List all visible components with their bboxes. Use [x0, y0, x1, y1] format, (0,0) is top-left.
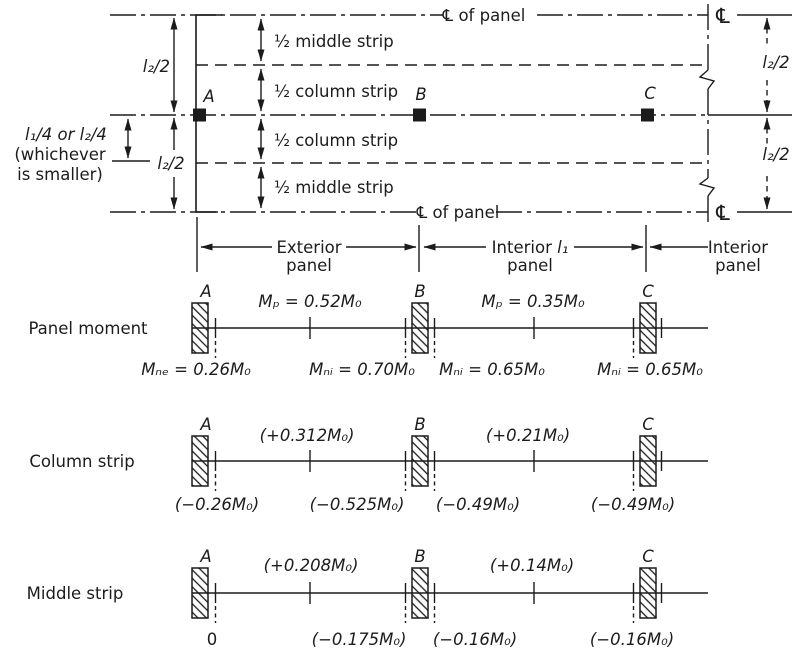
plan-point-c-label: C [644, 84, 656, 103]
section-ticks [214, 317, 663, 358]
point-a-label: A [199, 415, 211, 434]
section-break-line-right [698, 4, 716, 222]
break-zigzag-lower [698, 177, 716, 197]
positive-moment-span1: (+0.312M₀) [260, 426, 355, 445]
dim-l2-bottom-left-label: l₂/2 [157, 154, 184, 173]
plan-point-a-label: A [202, 87, 214, 106]
point-c-label: C [642, 282, 654, 301]
cl-of-panel-top-label: ℄ of panel [442, 6, 526, 25]
centerline-symbol-top-right: ℄ [715, 4, 730, 28]
row-column-strip-label: Column strip [29, 452, 134, 471]
negative-moment-b-left: Mₙᵢ = 0.70M₀ [309, 360, 415, 379]
dim-l2-top-left-label: l₂/2 [143, 57, 170, 76]
half-middle-strip-label-bottom: ½ middle strip [274, 178, 394, 197]
support-a-hatch [191, 435, 209, 487]
support-b-hatch [411, 567, 429, 619]
support-c-hatch [639, 435, 657, 487]
negative-moment-a: (−0.26M₀) [175, 495, 259, 514]
support-square-a [193, 108, 206, 122]
slab-edge-bracket [195, 14, 222, 213]
column-centerline [110, 108, 792, 122]
point-a-label: A [199, 547, 211, 566]
panel-span-dimensions: Exterior panel Interior l₁ panel Interio… [196, 217, 768, 275]
support-c-hatch [639, 302, 657, 354]
negative-moment-b-right: Mₙᵢ = 0.65M₀ [439, 360, 545, 379]
interior-panel-label-line2: panel [715, 256, 761, 275]
support-square-c [641, 108, 654, 122]
row-middle-strip-label: Middle strip [27, 584, 124, 603]
smaller-note-line2: (whichever [14, 145, 106, 164]
support-square-b [413, 108, 426, 122]
point-b-label: B [414, 282, 425, 301]
positive-moment-span2: (+0.21M₀) [486, 426, 570, 445]
exterior-panel-label-line1: Exterior [276, 238, 341, 257]
point-b-label: B [414, 415, 425, 434]
dim-l2-left [112, 17, 178, 210]
smaller-note-line3: is smaller) [17, 165, 103, 184]
negative-moment-a: Mₙₑ = 0.26M₀ [141, 360, 251, 379]
half-column-strip-label-top: ½ column strip [274, 82, 398, 101]
negative-moment-b-right: (−0.49M₀) [436, 495, 520, 514]
support-b-hatch [411, 302, 429, 354]
point-a-label: A [199, 282, 211, 301]
point-c-label: C [642, 415, 654, 434]
section-ticks [214, 582, 663, 623]
row-column-strip: Column strip A B C (+0.312M₀) (+0.21M₀) … [29, 415, 708, 514]
negative-moment-a: 0 [207, 630, 218, 649]
positive-moment-span2: (+0.14M₀) [490, 556, 574, 575]
plan-view: ℄ of panel ℄ A B C ℄ of panel ℄ [14, 4, 792, 225]
interior-panel-label-line1: Interior [708, 238, 768, 257]
negative-moment-b-right: (−0.16M₀) [433, 630, 517, 649]
negative-moment-b-left: (−0.525M₀) [310, 495, 405, 514]
plan-point-b-label: B [415, 85, 426, 104]
row-panel-moment: Panel moment A B C Mₚ = 0.52M₀ Mₚ = 0.35… [28, 282, 708, 379]
negative-moment-c: (−0.16M₀) [590, 630, 674, 649]
positive-moment-span1: (+0.208M₀) [264, 556, 359, 575]
point-c-label: C [642, 547, 654, 566]
interior-l1-panel-label-line1: Interior l₁ [492, 238, 569, 257]
break-zigzag-upper [698, 69, 716, 90]
smaller-note-line1: l₁/4 or l₂/4 [25, 125, 107, 144]
smaller-note: l₁/4 or l₂/4 (whichever is smaller) [14, 125, 107, 184]
section-ticks [214, 450, 663, 491]
row-panel-moment-label: Panel moment [28, 319, 148, 338]
support-b-hatch [411, 435, 429, 487]
negative-moment-b-left: (−0.175M₀) [312, 630, 407, 649]
positive-moment-span1: Mₚ = 0.52M₀ [258, 292, 362, 311]
half-middle-strip-label-top: ½ middle strip [274, 32, 394, 51]
row-middle-strip: Middle strip A B C (+0.208M₀) (+0.14M₀) … [27, 547, 708, 649]
negative-moment-c: Mₙᵢ = 0.65M₀ [597, 360, 703, 379]
support-a-hatch [191, 567, 209, 619]
point-b-label: B [414, 547, 425, 566]
dim-l2-bottom-right-label: l₂/2 [762, 145, 789, 164]
support-a-hatch [191, 302, 209, 354]
support-c-hatch [639, 567, 657, 619]
cl-of-panel-bottom-label: ℄ of panel [416, 203, 500, 222]
dim-l2-top-right-label: l₂/2 [762, 53, 789, 72]
exterior-panel-label-line2: panel [286, 256, 332, 275]
centerline-symbol-bottom-right: ℄ [715, 201, 730, 225]
negative-moment-c: (−0.49M₀) [591, 495, 675, 514]
interior-l1-panel-label-line2: panel [507, 256, 553, 275]
half-column-strip-label-bottom: ½ column strip [274, 131, 398, 150]
positive-moment-span2: Mₚ = 0.35M₀ [481, 292, 585, 311]
